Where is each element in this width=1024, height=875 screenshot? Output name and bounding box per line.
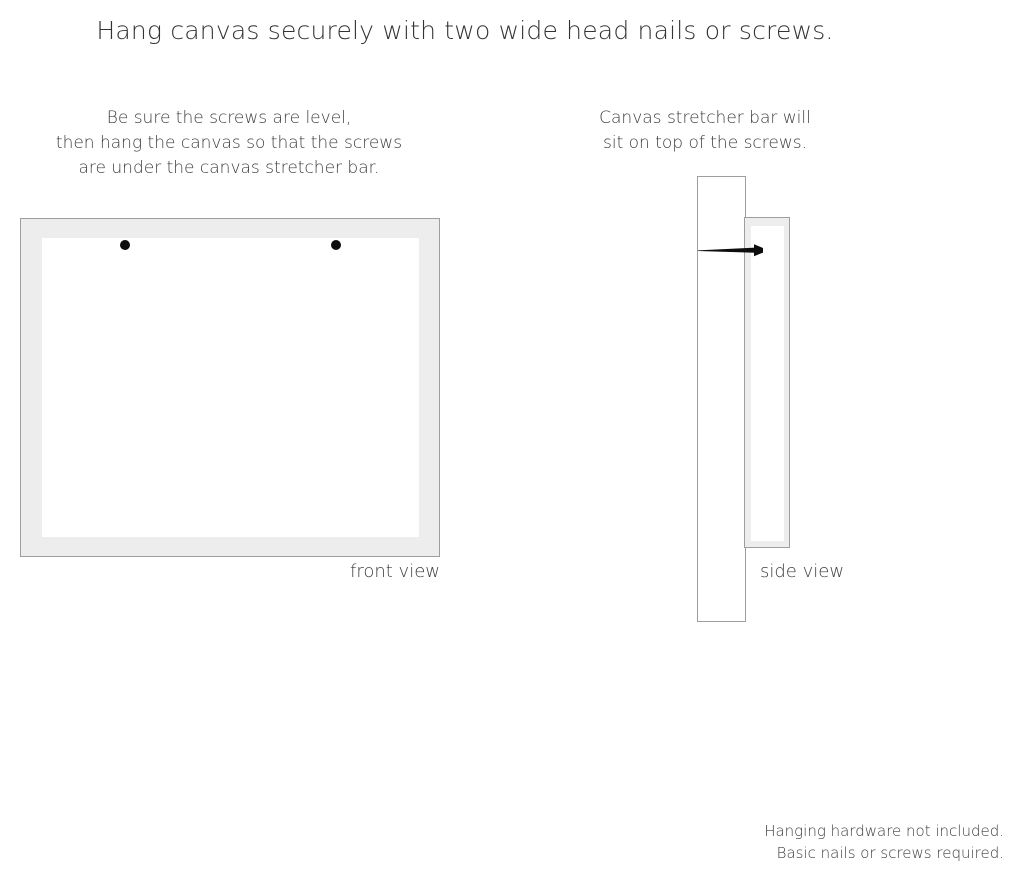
page-title: Hang canvas securely with two wide head … <box>96 16 834 45</box>
footer-note-line-2: Basic nails or screws required. <box>776 844 1004 862</box>
side-view-diagram <box>697 176 837 626</box>
screw-head-left-icon <box>120 240 130 250</box>
canvas-face-front <box>42 238 419 537</box>
side-view-label: side view <box>760 561 845 582</box>
front-view-diagram <box>20 218 440 557</box>
side-view-caption-line-1: Canvas stretcher bar will <box>599 108 811 128</box>
front-view-caption-line-2: then hang the canvas so that the screws <box>55 133 403 153</box>
screw-side-icon <box>698 244 763 257</box>
screw-head-right-icon <box>331 240 341 250</box>
canvas-face-side <box>751 226 784 541</box>
footer-note-line-1: Hanging hardware not included. <box>764 822 1004 840</box>
front-view-caption-line-3: are under the canvas stretcher bar. <box>78 158 380 178</box>
footer-note: Hanging hardware not included. Basic nai… <box>704 820 1004 864</box>
front-view-label: front view <box>350 561 440 582</box>
side-view-caption: Canvas stretcher bar will sit on top of … <box>560 106 850 156</box>
side-view-caption-line-2: sit on top of the screws. <box>602 133 808 153</box>
front-view-caption-line-1: Be sure the screws are level, <box>106 108 352 128</box>
canvas-stretcher-bar-side <box>744 217 790 548</box>
front-view-caption: Be sure the screws are level, then hang … <box>19 106 439 181</box>
